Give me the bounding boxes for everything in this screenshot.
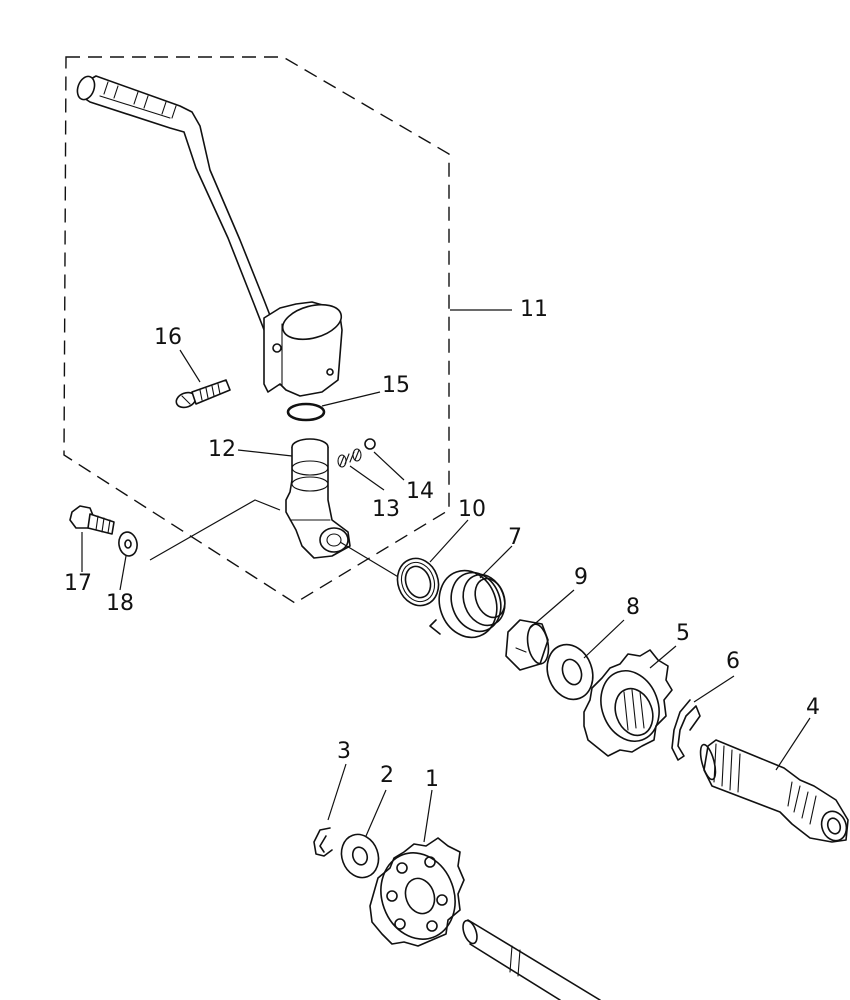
spring-guide-9 bbox=[505, 619, 550, 671]
callout-7: 7 bbox=[508, 525, 522, 550]
callout-18: 18 bbox=[106, 591, 134, 616]
kick-shaft-12 bbox=[285, 438, 351, 559]
callout-5: 5 bbox=[676, 621, 690, 646]
washer-8 bbox=[546, 643, 594, 701]
ball-14 bbox=[364, 438, 376, 450]
callout-15: 15 bbox=[382, 373, 410, 398]
callout-6: 6 bbox=[726, 649, 740, 674]
callout-11: 11 bbox=[520, 297, 548, 322]
kick-spring-7 bbox=[429, 569, 506, 639]
kick-gear-5 bbox=[583, 649, 673, 757]
leader-lines bbox=[81, 309, 811, 843]
callout-2: 2 bbox=[380, 763, 394, 788]
callout-8: 8 bbox=[626, 595, 640, 620]
callout-13: 13 bbox=[372, 497, 400, 522]
shaft-axis-line bbox=[339, 541, 401, 579]
callout-4: 4 bbox=[806, 695, 820, 720]
pinch-bolt-16 bbox=[175, 379, 231, 409]
callout-3: 3 bbox=[337, 739, 351, 764]
callout-16: 16 bbox=[154, 325, 182, 350]
callout-12: 12 bbox=[208, 437, 236, 462]
washer-2 bbox=[340, 833, 380, 879]
idler-shaft bbox=[462, 919, 601, 1000]
callout-10: 10 bbox=[458, 497, 486, 522]
assembly-leader bbox=[149, 499, 281, 561]
callout-1: 1 bbox=[425, 767, 439, 792]
circlip-6 bbox=[671, 699, 701, 761]
kick-lever bbox=[76, 75, 343, 397]
spring-13 bbox=[337, 448, 362, 468]
callout-9: 9 bbox=[574, 565, 588, 590]
callout-14: 14 bbox=[406, 479, 434, 504]
callout-17: 17 bbox=[64, 571, 92, 596]
kick-shaft-4 bbox=[699, 739, 849, 843]
washer-18 bbox=[118, 531, 138, 557]
assembly-11-dashed-outline bbox=[63, 56, 450, 604]
o-ring-15 bbox=[286, 402, 326, 422]
circlip-3 bbox=[313, 827, 333, 857]
idler-gear-1 bbox=[369, 837, 465, 947]
bolt-17 bbox=[69, 505, 115, 535]
oil-seal-10 bbox=[396, 557, 440, 607]
